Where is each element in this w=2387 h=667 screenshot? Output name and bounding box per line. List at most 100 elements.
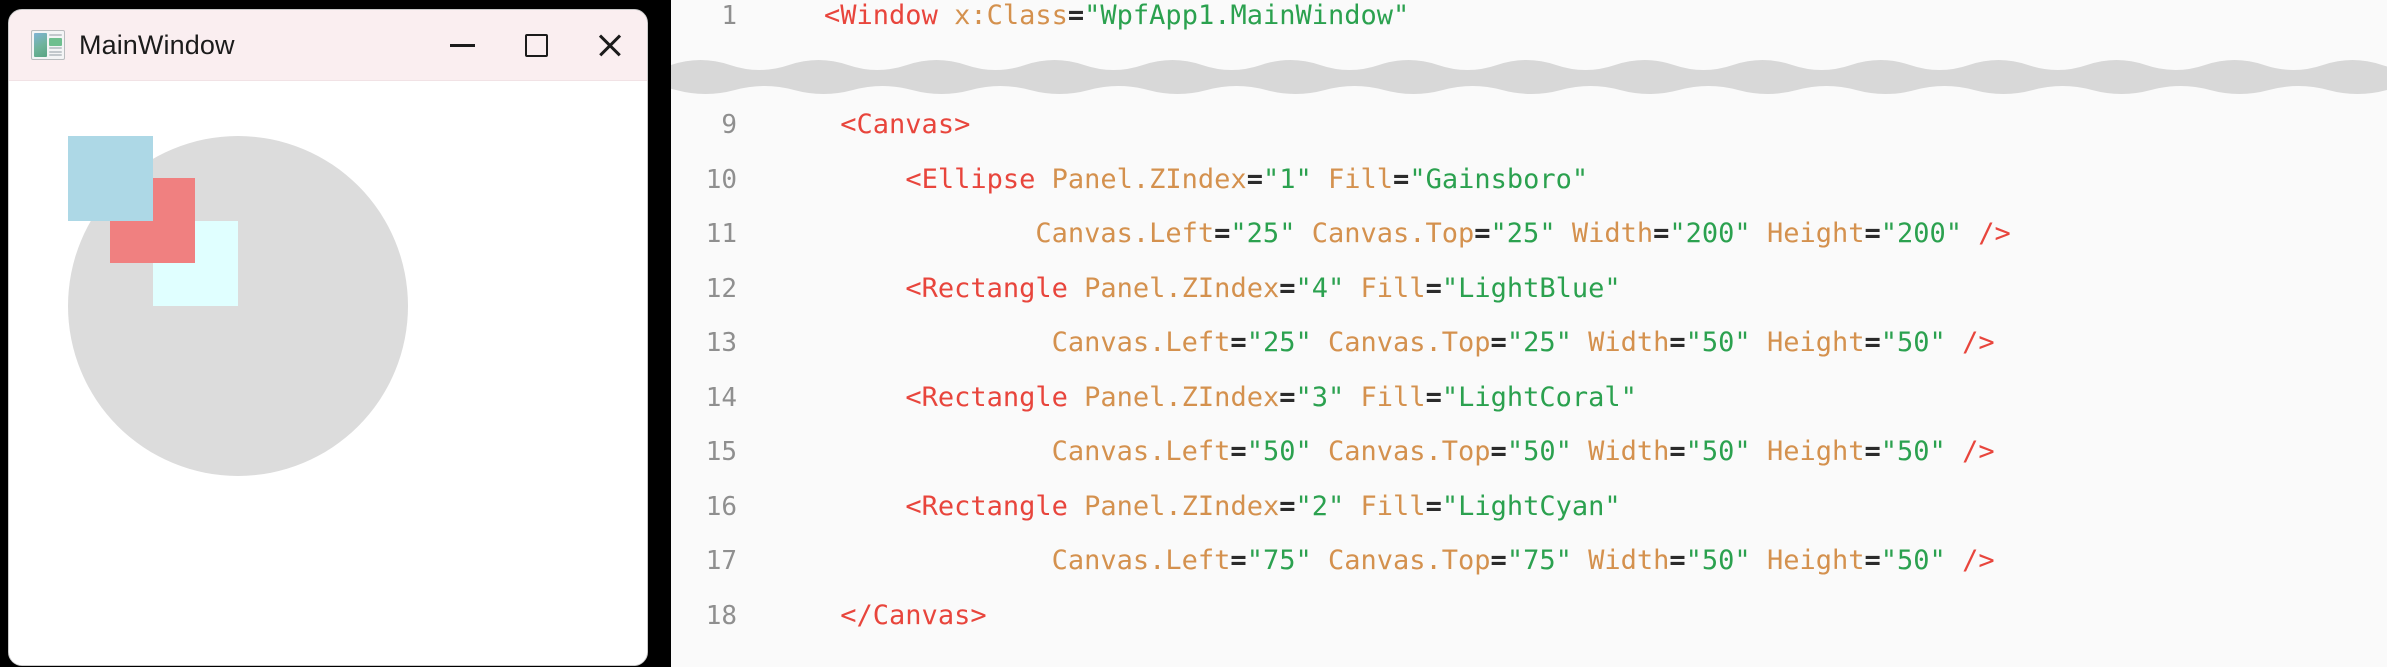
code-line[interactable]: 11 Canvas.Left="25" Canvas.Top="25" Widt… xyxy=(671,218,2387,273)
code-token-attr: x:Class xyxy=(954,0,1068,31)
window-titlebar[interactable]: MainWindow xyxy=(9,10,647,81)
code-token-plain xyxy=(1572,436,1588,467)
code-token-plain xyxy=(1068,382,1084,413)
code-token-eq: = xyxy=(1246,163,1263,195)
code-token-plain xyxy=(759,600,840,631)
code-token-eq: = xyxy=(1230,436,1247,467)
code-token-val: "LightBlue" xyxy=(1441,272,1621,304)
code-line[interactable]: 10 <Ellipse Panel.ZIndex="1" Fill="Gains… xyxy=(671,164,2387,219)
code-line[interactable]: 12 <Rectangle Panel.ZIndex="4" Fill="Lig… xyxy=(671,273,2387,328)
code-line[interactable]: 15 Canvas.Left="50" Canvas.Top="50" Widt… xyxy=(671,436,2387,491)
code-line-text: Canvas.Left="25" Canvas.Top="25" Width="… xyxy=(759,218,2011,249)
wpf-canvas xyxy=(9,81,647,665)
code-token-val: "50" xyxy=(1880,545,1946,576)
code-line[interactable]: 9 <Canvas> xyxy=(671,109,2387,164)
code-line-text: Canvas.Left="50" Canvas.Top="50" Width="… xyxy=(759,436,1995,467)
code-line[interactable]: 1 <Window x:Class="WpfApp1.MainWindow" xyxy=(671,0,2387,55)
code-token-plain xyxy=(759,436,1052,467)
code-token-plain xyxy=(1572,545,1588,576)
code-token-val: "50" xyxy=(1685,545,1751,576)
line-number: 11 xyxy=(705,219,737,249)
code-token-plain xyxy=(1751,436,1767,467)
code-line-text: <Ellipse Panel.ZIndex="1" Fill="Gainsbor… xyxy=(759,164,1588,195)
main-window: MainWindow xyxy=(8,9,648,666)
code-token-tag: <Ellipse xyxy=(905,163,1036,195)
code-token-eq: = xyxy=(1669,545,1686,576)
code-token-val: "WpfApp1.MainWindow" xyxy=(1084,0,1410,31)
close-button[interactable] xyxy=(573,10,647,80)
code-token-tag: /> xyxy=(1978,218,2011,249)
code-token-attr: Height xyxy=(1766,545,1865,576)
line-number: 1 xyxy=(721,1,737,31)
code-token-attr: Width xyxy=(1588,436,1670,467)
code-token-attr: Panel.ZIndex xyxy=(1051,163,1247,195)
code-token-val: "75" xyxy=(1506,545,1572,576)
minimize-button[interactable] xyxy=(425,10,499,80)
line-number: 18 xyxy=(705,600,737,631)
code-token-attr: Canvas.Left xyxy=(1051,327,1231,358)
code-token-attr: Height xyxy=(1766,327,1865,358)
code-token-plain xyxy=(759,164,905,195)
code-token-attr: Height xyxy=(1766,436,1865,467)
code-token-attr: Height xyxy=(1766,218,1865,249)
code-line-text: <Window x:Class="WpfApp1.MainWindow" xyxy=(759,0,1409,31)
code-token-attr: Width xyxy=(1588,545,1670,576)
code-token-val: "2" xyxy=(1295,490,1345,522)
code-token-plain xyxy=(759,109,840,140)
code-token-val: "25" xyxy=(1490,218,1556,249)
code-line-text: <Rectangle Panel.ZIndex="3" Fill="LightC… xyxy=(759,382,1637,413)
code-token-attr: Canvas.Top xyxy=(1327,327,1491,358)
code-token-plain xyxy=(938,0,954,31)
code-token-attr: Panel.ZIndex xyxy=(1084,381,1280,413)
code-token-plain xyxy=(1344,491,1360,522)
window-title: MainWindow xyxy=(79,29,235,60)
app-icon-line xyxy=(48,54,62,56)
code-token-plain xyxy=(1344,273,1360,304)
code-token-attr: Canvas.Top xyxy=(1311,218,1475,249)
app-icon-accent xyxy=(48,37,62,46)
window-controls xyxy=(425,10,647,80)
code-token-eq: = xyxy=(1425,490,1442,522)
code-token-eq: = xyxy=(1279,490,1296,522)
code-token-attr: Panel.ZIndex xyxy=(1084,272,1280,304)
code-line[interactable]: 16 <Rectangle Panel.ZIndex="2" Fill="Lig… xyxy=(671,491,2387,546)
code-token-tag: /> xyxy=(1962,327,1995,358)
code-line[interactable]: 13 Canvas.Left="25" Canvas.Top="25" Widt… xyxy=(671,327,2387,382)
code-token-eq: = xyxy=(1279,381,1296,413)
code-token-plain xyxy=(1295,218,1311,249)
line-number: 9 xyxy=(721,110,737,140)
maximize-button[interactable] xyxy=(499,10,573,80)
code-token-eq: = xyxy=(1490,545,1507,576)
code-token-plain xyxy=(759,545,1052,576)
code-token-eq: = xyxy=(1279,272,1296,304)
code-token-plain xyxy=(1068,491,1084,522)
code-token-attr: Canvas.Left xyxy=(1051,436,1231,467)
code-line[interactable]: 14 <Rectangle Panel.ZIndex="3" Fill="Lig… xyxy=(671,382,2387,437)
code-token-val: "50" xyxy=(1880,327,1946,358)
code-token-val: "50" xyxy=(1246,436,1312,467)
code-token-attr: Canvas.Left xyxy=(1051,545,1231,576)
code-token-plain xyxy=(1312,164,1328,195)
line-number: 10 xyxy=(705,164,737,195)
code-token-attr: Canvas.Top xyxy=(1327,436,1491,467)
line-number: 14 xyxy=(705,382,737,413)
code-token-eq: = xyxy=(1393,163,1410,195)
rectangle-lightblue xyxy=(67,135,153,221)
code-token-val: "25" xyxy=(1506,327,1572,358)
code-token-val: "200" xyxy=(1880,218,1963,249)
close-icon xyxy=(596,31,624,59)
code-token-val: "25" xyxy=(1246,327,1312,358)
code-token-val: "3" xyxy=(1295,381,1345,413)
code-token-plain xyxy=(1946,327,1962,358)
code-line-text: Canvas.Left="25" Canvas.Top="25" Width="… xyxy=(759,327,1995,358)
app-preview-pane: MainWindow xyxy=(0,0,655,667)
app-icon-line xyxy=(48,34,62,36)
code-token-plain xyxy=(1344,382,1360,413)
code-token-plain xyxy=(1035,164,1051,195)
code-token-plain xyxy=(759,0,824,31)
code-line[interactable]: 17 Canvas.Left="75" Canvas.Top="75" Widt… xyxy=(671,545,2387,600)
code-token-plain xyxy=(1312,327,1328,358)
code-pane[interactable]: 1 <Window x:Class="WpfApp1.MainWindow" 9 … xyxy=(671,0,2387,667)
code-token-attr: Fill xyxy=(1360,381,1426,413)
code-line[interactable]: 18 </Canvas> xyxy=(671,600,2387,655)
